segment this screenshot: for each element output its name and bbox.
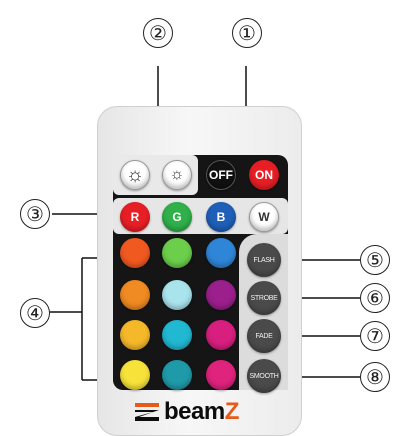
color-button[interactable] — [162, 360, 192, 390]
brightness-down-icon: ☼ — [170, 166, 185, 184]
blue-button[interactable]: B — [206, 202, 236, 232]
brand-mark-icon — [135, 403, 159, 421]
callout-7: ⑦ — [360, 321, 390, 351]
green-button[interactable]: G — [162, 202, 192, 232]
callout-3: ③ — [20, 199, 50, 229]
color-button[interactable] — [162, 238, 192, 268]
brand-name: beamZ — [164, 398, 239, 426]
callout-5: ⑤ — [360, 245, 390, 275]
color-button[interactable] — [162, 280, 192, 310]
color-button[interactable] — [206, 360, 236, 390]
color-button[interactable] — [206, 280, 236, 310]
color-button[interactable] — [162, 320, 192, 350]
brightness-down-button[interactable]: ☼ — [162, 160, 192, 190]
off-button[interactable]: OFF — [206, 160, 236, 190]
flash-button[interactable]: FLASH — [247, 243, 281, 277]
color-button[interactable] — [206, 238, 236, 268]
color-button[interactable] — [120, 320, 150, 350]
callout-6: ⑥ — [360, 283, 390, 313]
strobe-button[interactable]: STROBE — [247, 281, 281, 315]
brand-name-suffix: Z — [225, 398, 239, 425]
color-button[interactable] — [206, 320, 236, 350]
callout-2: ② — [143, 18, 173, 48]
callout-1: ① — [232, 18, 262, 48]
color-button[interactable] — [120, 280, 150, 310]
white-button[interactable]: W — [249, 202, 279, 232]
brightness-up-button[interactable]: ☼ — [120, 160, 150, 190]
brightness-up-icon: ☼ — [126, 164, 144, 187]
fade-button[interactable]: FADE — [247, 319, 281, 353]
on-button[interactable]: ON — [249, 160, 279, 190]
color-button[interactable] — [120, 360, 150, 390]
callout-4: ④ — [20, 298, 50, 328]
brand-logo: beamZ — [135, 398, 265, 426]
brand-name-prefix: beam — [164, 398, 225, 425]
color-button[interactable] — [120, 238, 150, 268]
red-button[interactable]: R — [120, 202, 150, 232]
smooth-button[interactable]: SMOOTH — [247, 359, 281, 393]
callout-8: ⑧ — [360, 362, 390, 392]
